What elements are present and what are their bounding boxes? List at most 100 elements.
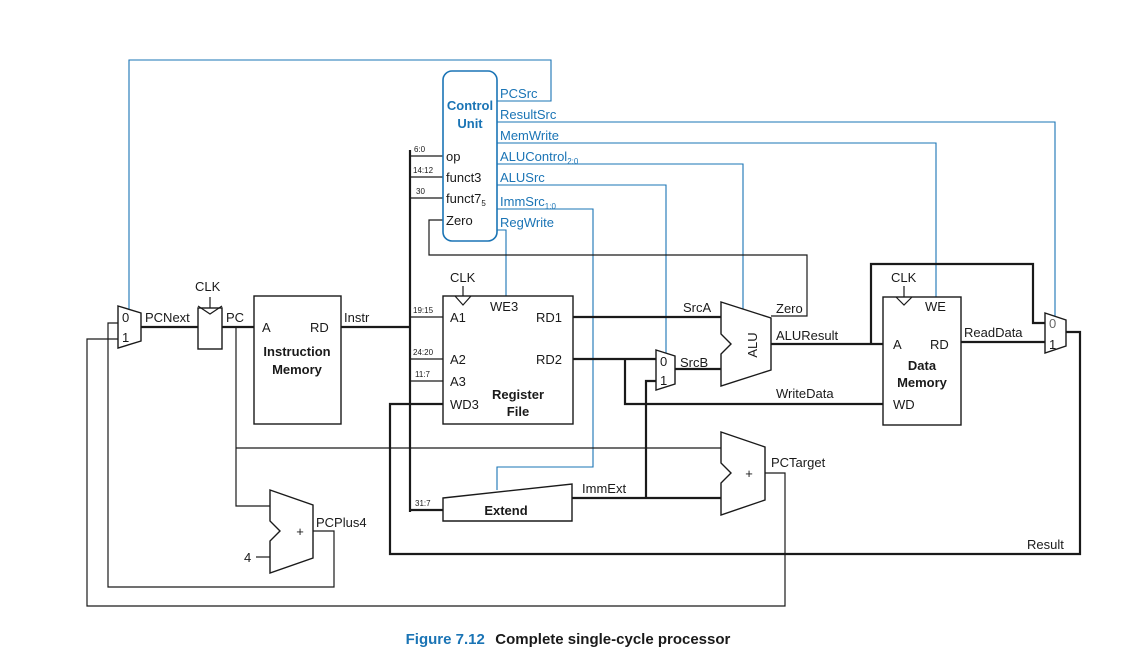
pc-mux-in1: 1 — [122, 330, 129, 345]
caption-number: Figure 7.12 — [406, 631, 485, 648]
rf-name-2: File — [507, 404, 529, 419]
aluresult-to-mux-wire — [869, 262, 1045, 344]
dm-clock-triangle — [895, 296, 913, 306]
cu-out-immsrc: ImmSrc1:0 — [500, 194, 556, 211]
dm-name-2: Memory — [897, 375, 948, 390]
imem-port-a: A — [262, 320, 271, 335]
writedata-wire — [623, 359, 883, 406]
label-pc: PC — [226, 310, 244, 325]
pc-clk-label: CLK — [195, 279, 221, 294]
srcb-mux: 0 1 — [655, 349, 676, 391]
label-pcnext: PCNext — [145, 310, 190, 325]
label-immext: ImmExt — [582, 481, 626, 496]
result-wire — [388, 330, 1082, 556]
rf-rd1: RD1 — [536, 310, 562, 325]
field-11-7: 11:7 — [415, 370, 431, 379]
cu-in-funct3: funct3 — [446, 170, 481, 185]
cu-out-memwrite: MemWrite — [500, 128, 559, 143]
immsrc-wire — [496, 208, 594, 490]
pc-mux-in0: 0 — [122, 310, 129, 325]
field-24-20: 24:20 — [413, 348, 434, 357]
field-6-0: 6:0 — [414, 145, 426, 154]
control-unit-title-1: Control — [447, 98, 493, 113]
zero-wire — [428, 219, 808, 317]
pcplus4-adder: + — [269, 489, 314, 574]
label-four: 4 — [244, 550, 251, 565]
dm-port-wd: WD — [893, 397, 915, 412]
control-unit-title-2: Unit — [457, 116, 483, 131]
dm-name-1: Data — [908, 358, 937, 373]
immext-to-mux-wire — [644, 379, 656, 498]
label-zero: Zero — [776, 301, 803, 316]
memwrite-wire — [497, 142, 937, 298]
alu: ALU — [720, 301, 772, 387]
pc-register: CLK — [195, 279, 223, 350]
pc-clock-triangle — [197, 305, 223, 315]
label-writedata: WriteData — [776, 386, 834, 401]
field-31-7: 31:7 — [415, 499, 431, 508]
result-mux: 0 1 — [1044, 312, 1067, 354]
pctarget-adder: + — [720, 431, 766, 516]
label-pcplus4: PCPlus4 — [316, 515, 367, 530]
instruction-memory: A RD Instruction Memory — [253, 295, 342, 425]
srcb-mux-in0: 0 — [660, 354, 667, 369]
cu-in-zero: Zero — [446, 213, 473, 228]
pcplus4-wire — [107, 322, 335, 588]
cu-in-funct7: funct75 — [446, 191, 486, 208]
data-memory: CLK WE A RD Data Memory WD — [882, 270, 962, 426]
label-srca: SrcA — [683, 300, 712, 315]
bit-field-labels: 6:0 14:12 30 19:15 24:20 11:7 31:7 — [413, 145, 434, 508]
cu-in-op: op — [446, 149, 460, 164]
register-file: CLK WE3 A1 A2 A3 WD3 RD1 RD2 Register Fi… — [442, 270, 574, 425]
result-mux-in0: 0 — [1049, 316, 1056, 331]
rf-wd3: WD3 — [450, 397, 479, 412]
alu-label: ALU — [745, 332, 760, 357]
label-srcb: SrcB — [680, 355, 708, 370]
label-pctarget: PCTarget — [771, 455, 826, 470]
cu-out-alusrc: ALUSrc — [500, 170, 545, 185]
cu-out-pcsrc: PCSrc — [500, 86, 538, 101]
label-instr: Instr — [344, 310, 370, 325]
srcb-mux-in1: 1 — [660, 373, 667, 388]
cu-out-alucontrol: ALUControl2:0 — [500, 149, 579, 166]
control-unit: Control Unit op funct3 funct75 Zero PCSr… — [442, 70, 579, 242]
imem-name-2: Memory — [272, 362, 323, 377]
pc-mux: 0 1 — [117, 305, 142, 349]
rf-a3: A3 — [450, 374, 466, 389]
imem-port-rd: RD — [310, 320, 329, 335]
figure-caption: Figure 7.12 Complete single-cycle proces… — [406, 631, 731, 648]
field-30: 30 — [416, 187, 425, 196]
alusrc-wire — [497, 184, 667, 353]
pcsrc-wire — [128, 59, 552, 312]
result-mux-in1: 1 — [1049, 337, 1056, 352]
rf-rd2: RD2 — [536, 352, 562, 367]
extend-label: Extend — [484, 503, 527, 518]
rf-a1: A1 — [450, 310, 466, 325]
rf-name-1: Register — [492, 387, 544, 402]
rf-clock-triangle — [454, 295, 472, 306]
pctarget-wire — [86, 338, 786, 607]
field-19-15: 19:15 — [413, 306, 434, 315]
dm-port-a: A — [893, 337, 902, 352]
svg-text:Figure 7.12 Complete sin: Figure 7.12 Complete single-cycle proces… — [406, 631, 731, 648]
dm-we: WE — [925, 299, 946, 314]
label-readdata: ReadData — [964, 325, 1023, 340]
resultsrc-wire — [497, 121, 1056, 316]
signal-labels: PCNext PC Instr SrcA SrcB Zero ALUResult… — [145, 300, 1064, 565]
pctarget-adder-plus: + — [745, 466, 753, 481]
caption-text: Complete single-cycle processor — [495, 631, 730, 648]
pc-branch-wire — [235, 327, 270, 507]
rf-clk-label: CLK — [450, 270, 476, 285]
datapath-wires — [86, 150, 1082, 607]
label-aluresult: ALUResult — [776, 328, 839, 343]
pcplus4-adder-plus: + — [296, 524, 304, 539]
extend-unit: Extend — [442, 483, 573, 522]
control-wires — [128, 59, 1056, 490]
label-result: Result — [1027, 537, 1064, 552]
imem-name-1: Instruction — [263, 344, 330, 359]
dm-port-rd: RD — [930, 337, 949, 352]
alucontrol-wire — [497, 163, 744, 319]
cu-out-resultsrc: ResultSrc — [500, 107, 557, 122]
rf-we3: WE3 — [490, 299, 518, 314]
